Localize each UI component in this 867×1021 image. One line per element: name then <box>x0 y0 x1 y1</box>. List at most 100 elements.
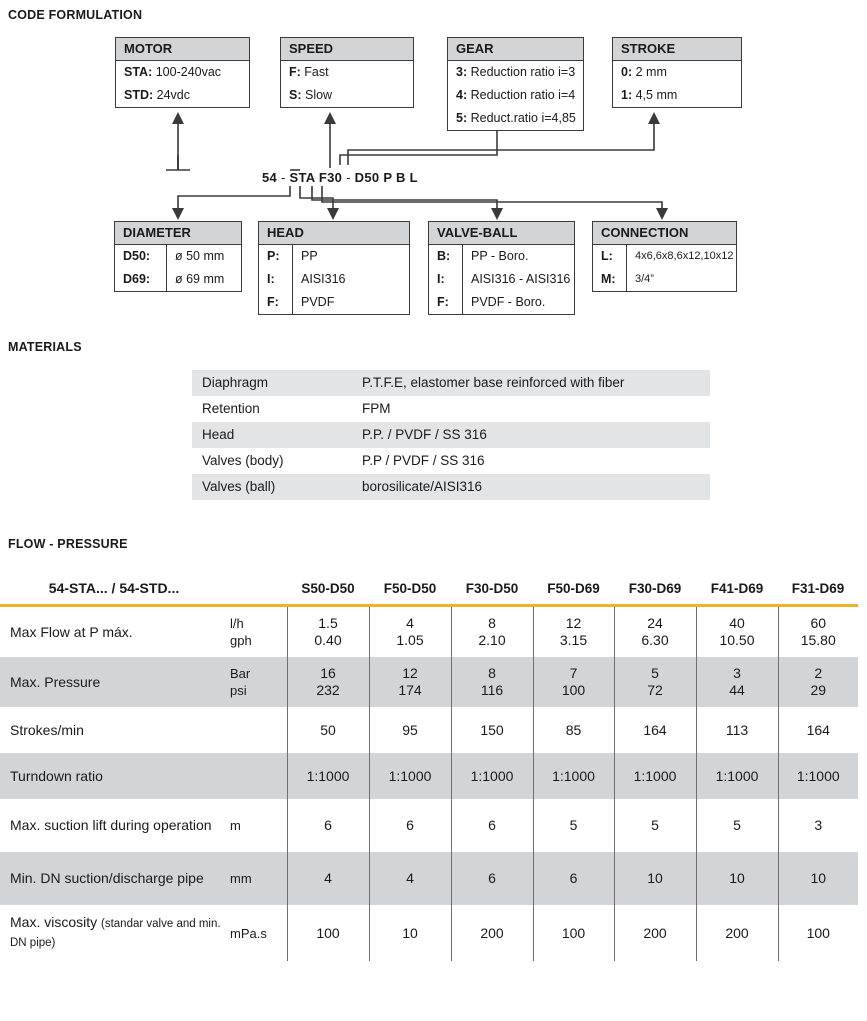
box-motor-key-1: STD: <box>124 88 154 102</box>
flow-cell: 1:1000 <box>695 753 778 799</box>
box-gear: GEAR 3: Reduction ratio i=3 4: Reduction… <box>447 37 584 131</box>
box-connection-row-0: L: 4x6,6x8,6x12,10x12 <box>593 245 736 268</box>
box-speed: SPEED F: Fast S: Slow <box>280 37 414 108</box>
flow-header-col-3: F50-D69 <box>547 581 600 596</box>
box-valve-ball-key-2: F: <box>429 291 463 314</box>
flow-header-col-1: F50-D50 <box>383 581 437 596</box>
flow-row-units-3 <box>228 753 287 799</box>
material-value: borosilicate/AISI316 <box>352 474 710 500</box>
flow-row-label-3: Turndown ratio <box>0 753 228 799</box>
flow-cell: 1:1000 <box>777 753 858 799</box>
box-gear-key-2: 5: <box>456 111 468 125</box>
cell-primary: 8 <box>488 665 496 681</box>
box-connection-value-0: 4x6,6x8,6x12,10x12 <box>635 250 734 262</box>
box-diameter-row-0: D50: ø 50 mm <box>115 245 241 268</box>
code-head: P <box>383 170 393 185</box>
table-row: Strokes/min 50 95 150 85 164 113 164 <box>0 707 858 753</box>
product-code-string: 54 - STA F30 - D50 P B L <box>262 170 418 185</box>
flow-cell: 85 <box>532 707 614 753</box>
box-head-row-2: F: PVDF <box>259 291 409 314</box>
flow-cell: 200 <box>613 905 696 961</box>
cell-primary: 8 <box>488 615 496 631</box>
cell-secondary: 15.80 <box>800 632 836 648</box>
flow-row-label-6: Max. viscosity (standar valve and min. D… <box>0 905 228 961</box>
cell-primary: 60 <box>810 615 827 631</box>
cell-primary: 5 <box>651 665 659 681</box>
cell-secondary: 1.05 <box>396 632 424 648</box>
flow-cell: 4 <box>368 852 451 905</box>
flow-cell: 200 <box>450 905 533 961</box>
box-valve-ball-key-0: B: <box>429 245 463 268</box>
flow-cell: 10 <box>613 852 696 905</box>
box-diameter-value-1: ø 69 mm <box>175 272 225 286</box>
box-gear-value-1: Reduction ratio i=4 <box>470 88 576 102</box>
flow-cell: 6 <box>532 852 614 905</box>
flow-cell: 6 <box>368 799 451 852</box>
cell-secondary: 232 <box>316 682 340 698</box>
flow-cell: 150 <box>450 707 533 753</box>
material-name: Valves (ball) <box>192 474 352 500</box>
cell-secondary: 3.15 <box>559 632 588 648</box>
flow-row-label-2: Strokes/min <box>10 721 84 738</box>
flow-cell: 5 <box>613 799 696 852</box>
flow-header-left: 54-STA... / 54-STD... <box>48 580 180 596</box>
flow-cell: 5 <box>695 799 778 852</box>
box-motor: MOTOR STA: 100-240vac STD: 24vdc <box>115 37 250 108</box>
box-diameter-key-1: D69: <box>115 268 167 291</box>
cell-secondary: 10.50 <box>719 632 755 648</box>
box-head-value-2: PVDF <box>301 295 335 309</box>
materials-table: Diaphragm P.T.F.E, elastomer base reinfo… <box>192 370 710 500</box>
box-gear-title: GEAR <box>448 38 583 61</box>
cell-secondary: 6.30 <box>641 632 669 648</box>
flow-row-label-main: Max. viscosity <box>10 914 102 930</box>
box-gear-key-1: 4: <box>456 88 468 102</box>
box-head-key-2: F: <box>259 291 293 314</box>
box-speed-key-1: S: <box>289 88 302 102</box>
box-motor-key-0: STA: <box>124 65 153 79</box>
table-row: Head P.P. / PVDF / SS 316 <box>192 422 710 448</box>
box-valve-ball-row-1: I: AISI316 - AISI316 <box>429 268 574 291</box>
unit-primary: Bar <box>230 666 251 681</box>
box-speed-title: SPEED <box>281 38 413 61</box>
cell-primary: 24 <box>647 615 663 631</box>
box-head-row-1: I: AISI316 <box>259 268 409 291</box>
box-connection-value-1: 3/4” <box>635 273 654 285</box>
material-name: Retention <box>202 401 260 416</box>
table-row: Max. viscosity (standar valve and min. D… <box>0 905 858 961</box>
flow-cell: 113 <box>695 707 778 753</box>
box-valve-ball-row-0: B: PP - Boro. <box>429 245 574 268</box>
cell-primary: 3 <box>733 665 741 681</box>
box-motor-title: MOTOR <box>116 38 249 61</box>
flow-header-col-0: S50-D50 <box>301 581 355 596</box>
cell-primary: 2 <box>814 665 823 681</box>
cell-primary: 16 <box>320 665 336 681</box>
flow-row-units-4: m <box>228 799 287 852</box>
flow-row-units-5: mm <box>228 852 287 905</box>
accent-rule <box>0 604 858 607</box>
box-stroke-row-1: 1: 4,5 mm <box>613 84 741 107</box>
cell-primary: 4 <box>406 615 414 631</box>
code-connection: L <box>409 170 418 185</box>
box-speed-row-0: F: Fast <box>281 61 413 84</box>
table-row: Valves (ball) borosilicate/AISI316 <box>192 474 710 500</box>
flow-row-label-5: Min. DN suction/discharge pipe <box>0 852 228 905</box>
unit-primary: mPa.s <box>230 925 267 941</box>
table-row: Valves (body) P.P / PVDF / SS 316 <box>192 448 710 474</box>
box-motor-value-0: 100-240vac <box>155 65 222 79</box>
box-gear-row-2: 5: Reduct.ratio i=4,85 <box>448 107 583 130</box>
box-head-value-0: PP <box>301 249 318 263</box>
box-gear-row-1: 4: Reduction ratio i=4 <box>448 84 583 107</box>
box-diameter: DIAMETER D50: ø 50 mm D69: ø 69 mm <box>114 221 242 292</box>
flow-cell: 6 <box>286 799 369 852</box>
flow-row-label-1: Max. Pressure <box>0 657 228 707</box>
